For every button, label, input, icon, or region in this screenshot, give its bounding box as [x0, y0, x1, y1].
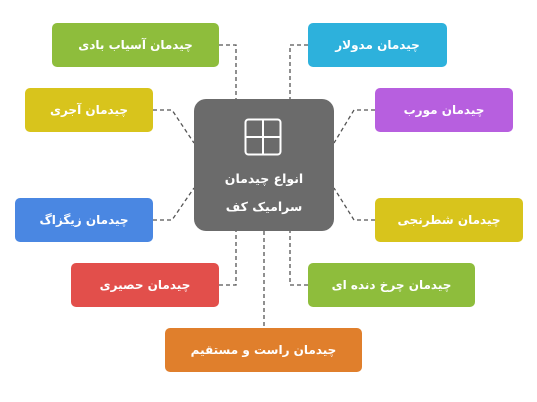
center-node: انواع چیدمان سرامیک کف: [194, 99, 334, 231]
center-title-line2: سرامیک کف: [225, 199, 303, 214]
connector-diagonal: [333, 109, 375, 144]
node-mat-layout: چیدمان حصیری: [71, 263, 219, 307]
node-zigzag-layout: چیدمان زیگزاگ: [15, 198, 153, 242]
node-gear-layout: چیدمان چرخ دنده ای: [308, 263, 475, 307]
connector-gear: [289, 231, 308, 286]
connector-modular: [289, 44, 308, 99]
connector-brick: [153, 109, 195, 144]
connector-checkered: [333, 187, 375, 221]
node-grinding-layout: چیدمان آسیاب بادی: [52, 23, 219, 67]
tile-grid-icon: [244, 118, 282, 156]
connector-grinding: [193, 44, 237, 138]
node-brick-layout: چیدمان آجری: [25, 88, 153, 132]
node-diagonal-layout: چیدمان مورب: [375, 88, 513, 132]
connector-mat: [219, 231, 237, 286]
connector-zigzag: [153, 187, 195, 221]
node-straight-layout: چیدمان راست و مستقیم: [165, 328, 362, 372]
node-modular-layout: چیدمان مدولار: [308, 23, 447, 67]
center-title-line1: انواع چیدمان: [224, 171, 304, 186]
node-checkered-layout: چیدمان شطرنجی: [375, 198, 523, 242]
